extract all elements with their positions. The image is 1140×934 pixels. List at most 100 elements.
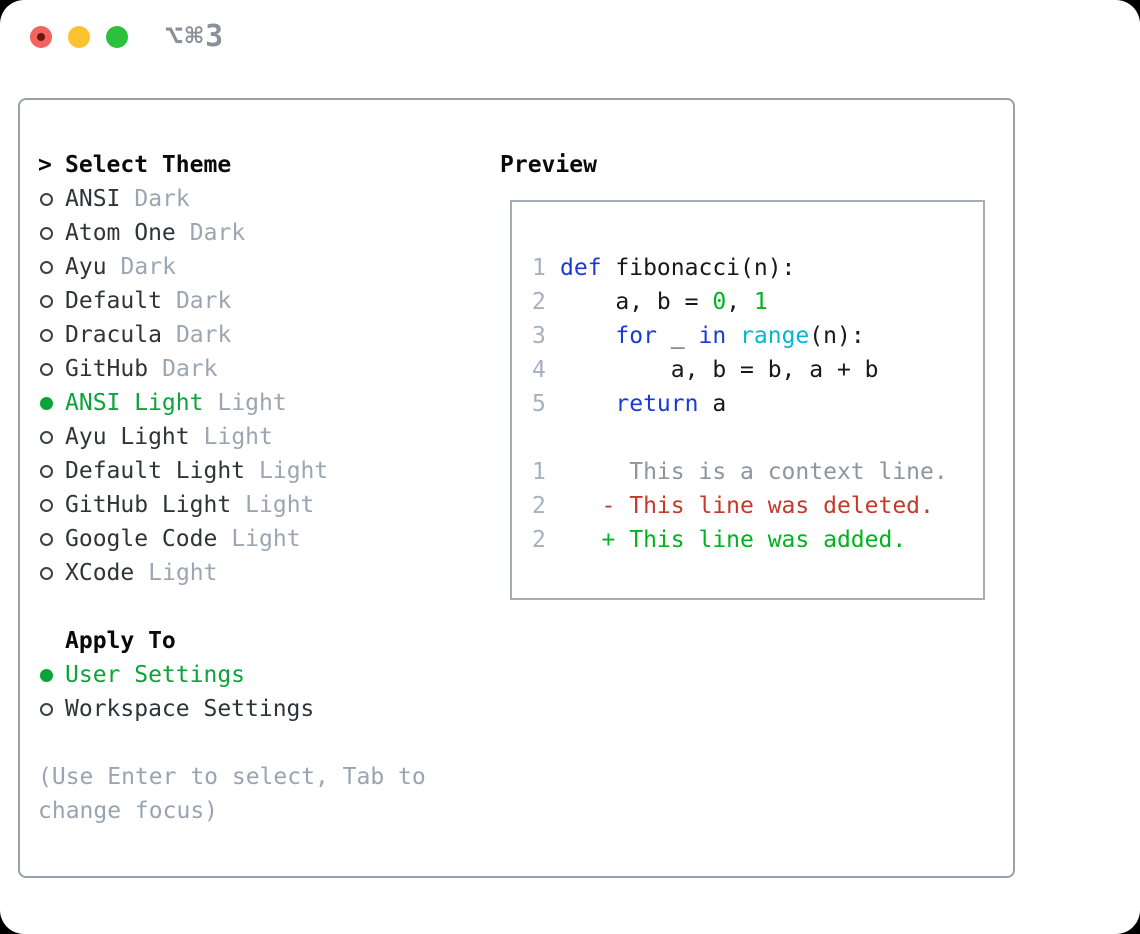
- theme-name: ANSI Light: [65, 390, 204, 416]
- radio-icon: [40, 328, 53, 342]
- code-token: 0: [712, 289, 727, 315]
- minimize-button[interactable]: [68, 26, 90, 48]
- radio-slot: [38, 328, 65, 342]
- line-number: 4: [532, 357, 546, 383]
- theme-option-ansi-light[interactable]: ANSI Light Light: [38, 386, 498, 420]
- radio-selected-icon: [40, 396, 53, 410]
- radio-slot: [38, 702, 65, 716]
- theme-variant-tag: Light: [217, 390, 287, 416]
- theme-name: Ayu: [65, 254, 107, 280]
- apply-option-user-settings[interactable]: User Settings: [38, 658, 498, 692]
- code-token: a: [698, 391, 727, 417]
- radio-icon: [40, 226, 53, 240]
- radio-slot: [38, 430, 65, 444]
- code-token: def: [560, 255, 602, 281]
- code-line: 5 return a: [532, 387, 983, 421]
- radio-icon: [40, 192, 53, 206]
- apply-option-label: Workspace Settings: [65, 696, 315, 722]
- line-number: 2: [532, 493, 546, 519]
- diff-preview: 1 This is a context line.2 - This line w…: [532, 455, 983, 557]
- close-button[interactable]: [30, 26, 52, 48]
- theme-name: GitHub: [65, 356, 149, 382]
- radio-icon: [40, 464, 53, 478]
- radio-slot: [38, 396, 65, 410]
- theme-variant-tag: Dark: [175, 288, 232, 314]
- theme-variant-tag: Dark: [120, 254, 176, 280]
- radio-icon: [40, 498, 53, 512]
- theme-variant-tag: Dark: [175, 322, 232, 348]
- apply-option-workspace-settings[interactable]: Workspace Settings: [38, 692, 498, 726]
- radio-icon: [40, 566, 53, 580]
- theme-option-ansi[interactable]: ANSI Dark: [38, 182, 498, 216]
- theme-name: Atom One: [65, 220, 176, 246]
- theme-option-google-code[interactable]: Google Code Light: [38, 522, 498, 556]
- keyboard-shortcut-label: ⌥⌘3: [165, 19, 226, 54]
- radio-icon: [40, 362, 53, 376]
- usage-hint: (Use Enter to select, Tab to change focu…: [38, 764, 426, 824]
- code-token: (n):: [809, 323, 865, 349]
- picker-header: > Select Theme: [38, 148, 498, 182]
- code-token: fibonacci(n):: [601, 255, 796, 281]
- preview-title: Preview: [500, 152, 597, 178]
- line-number: 2: [532, 527, 546, 553]
- theme-variant-tag: Dark: [134, 186, 190, 212]
- theme-option-dracula[interactable]: Dracula Dark: [38, 318, 498, 352]
- theme-variant-tag: Light: [259, 458, 329, 484]
- spacer: [532, 421, 983, 455]
- code-token: [560, 323, 615, 349]
- code-line: 2 a, b = 0, 1: [532, 285, 983, 319]
- code-token: 1: [753, 289, 768, 315]
- theme-variant-tag: Light: [203, 424, 273, 450]
- diff-line-context: 1 This is a context line.: [532, 455, 983, 489]
- theme-name: ANSI: [65, 186, 121, 212]
- theme-option-ayu[interactable]: Ayu Dark: [38, 250, 498, 284]
- line-number: 3: [532, 323, 546, 349]
- code-token: in: [698, 323, 727, 349]
- zoom-button[interactable]: [106, 26, 128, 48]
- code-token: [726, 323, 740, 349]
- radio-slot: [38, 498, 65, 512]
- theme-variant-tag: Dark: [189, 220, 246, 246]
- diff-text: This is a context line.: [560, 459, 948, 485]
- theme-name: Google Code: [65, 526, 218, 552]
- radio-slot: [38, 226, 65, 240]
- code-token: return: [615, 391, 699, 417]
- spacer: [38, 590, 498, 624]
- code-line: 4 a, b = b, a + b: [532, 353, 983, 387]
- theme-name: Dracula: [65, 322, 162, 348]
- picker-title: Select Theme: [65, 152, 232, 178]
- code-token: for: [615, 323, 657, 349]
- theme-option-atom-one[interactable]: Atom One Dark: [38, 216, 498, 250]
- radio-icon: [40, 260, 53, 274]
- radio-icon: [40, 294, 53, 308]
- code-token: range: [740, 323, 810, 349]
- theme-name: GitHub Light: [65, 492, 232, 518]
- code-token: _: [656, 323, 699, 349]
- radio-slot: [38, 260, 65, 274]
- line-number: 1: [532, 459, 546, 485]
- radio-slot: [38, 532, 65, 546]
- radio-slot: [38, 192, 65, 206]
- theme-variant-tag: Light: [148, 560, 218, 586]
- theme-name: Default Light: [65, 458, 246, 484]
- theme-variant-tag: Light: [231, 526, 301, 552]
- apply-to-title: Apply To: [65, 628, 176, 654]
- theme-variant-tag: Light: [245, 492, 315, 518]
- theme-option-github-light[interactable]: GitHub Light Light: [38, 488, 498, 522]
- radio-selected-icon: [40, 668, 53, 682]
- radio-icon: [40, 702, 53, 716]
- theme-option-default-light[interactable]: Default Light Light: [38, 454, 498, 488]
- diff-line-added: 2 + This line was added.: [532, 523, 983, 557]
- apply-option-label: User Settings: [65, 662, 246, 688]
- code-line: 3 for _ in range(n):: [532, 319, 983, 353]
